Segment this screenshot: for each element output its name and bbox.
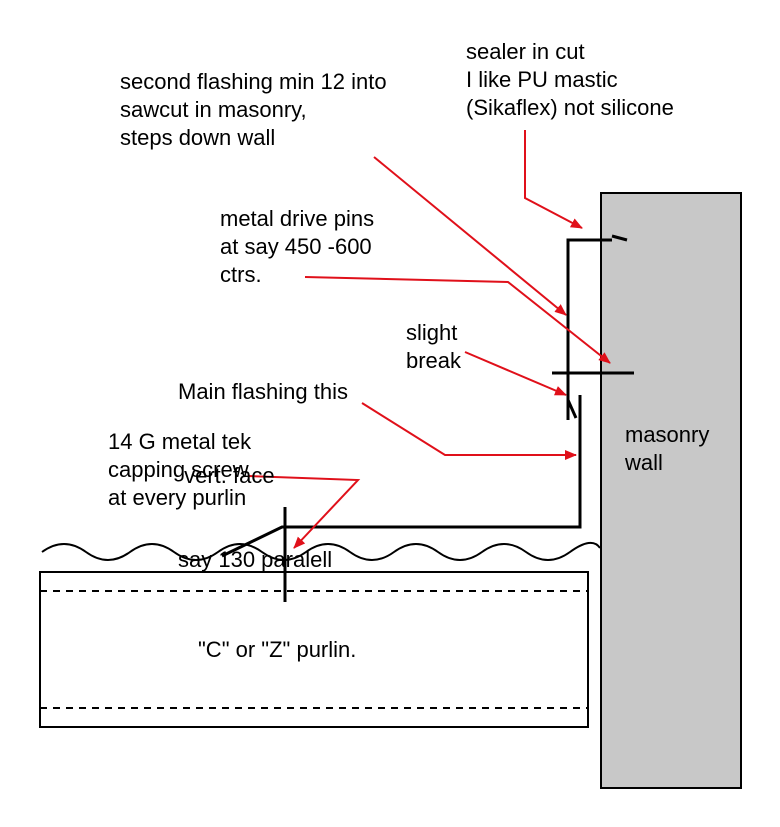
- main-flashing-line-1: Main flashing this: [178, 379, 348, 404]
- annotation-tek-screw: 14 G metal tek capping screw at every pu…: [108, 428, 251, 512]
- second-flashing-profile: [566, 234, 628, 420]
- arrow-drive-pins: [304, 276, 611, 364]
- second-flashing-line-3: steps down wall: [120, 125, 276, 150]
- tek-screw-line-2: capping screw: [108, 457, 249, 482]
- annotation-sealer: sealer in cut I like PU mastic (Sikaflex…: [466, 38, 674, 122]
- arrow-tek-screw: [247, 475, 361, 549]
- masonry-wall-line-1: masonry: [625, 422, 710, 447]
- main-flashing-profile: [221, 395, 582, 558]
- drive-pins-line-1: metal drive pins: [220, 206, 375, 231]
- annotation-purlin: "C" or "Z" purlin.: [198, 637, 357, 662]
- sealer-line-1: sealer in cut: [466, 39, 585, 64]
- tek-screw-line-1: 14 G metal tek: [108, 429, 252, 454]
- main-flashing-line-2: vert. face: [178, 463, 275, 488]
- corrugated-roof-sheet: [41, 541, 601, 561]
- sealer-line-3: (Sikaflex) not silicone: [466, 95, 674, 120]
- annotation-masonry-wall: masonry wall: [625, 421, 709, 477]
- annotation-slight-break: slight break: [406, 319, 461, 375]
- drive-pins-line-3: ctrs.: [220, 262, 262, 287]
- masonry-wall-block: [600, 192, 742, 789]
- arrow-main-flashing: [361, 402, 577, 460]
- arrow-sealer: [524, 130, 583, 229]
- leader-arrows: [247, 130, 611, 549]
- annotation-second-flashing: second flashing min 12 into sawcut in ma…: [120, 68, 387, 152]
- masonry-wall-line-2: wall: [625, 450, 663, 475]
- sealer-line-2: I like PU mastic: [466, 67, 618, 92]
- purlin-section: [39, 571, 589, 728]
- drive-pins-line-2: at say 450 -600: [220, 234, 372, 259]
- second-flashing-line-1: second flashing min 12 into: [120, 69, 387, 94]
- second-flashing-line-2: sawcut in masonry,: [120, 97, 307, 122]
- slight-break-line-1: slight: [406, 320, 458, 345]
- tek-screw-line-3: at every purlin: [108, 485, 247, 510]
- annotation-main-flashing: Main flashing this vert. face say 130 pa…: [178, 322, 348, 630]
- main-flashing-line-3: say 130 paralell: [178, 547, 333, 572]
- arrow-second-flashing: [373, 156, 567, 316]
- slight-break-line-2: break: [406, 348, 462, 373]
- annotation-drive-pins: metal drive pins at say 450 -600 ctrs.: [220, 205, 374, 289]
- arrow-slight-break: [464, 351, 567, 396]
